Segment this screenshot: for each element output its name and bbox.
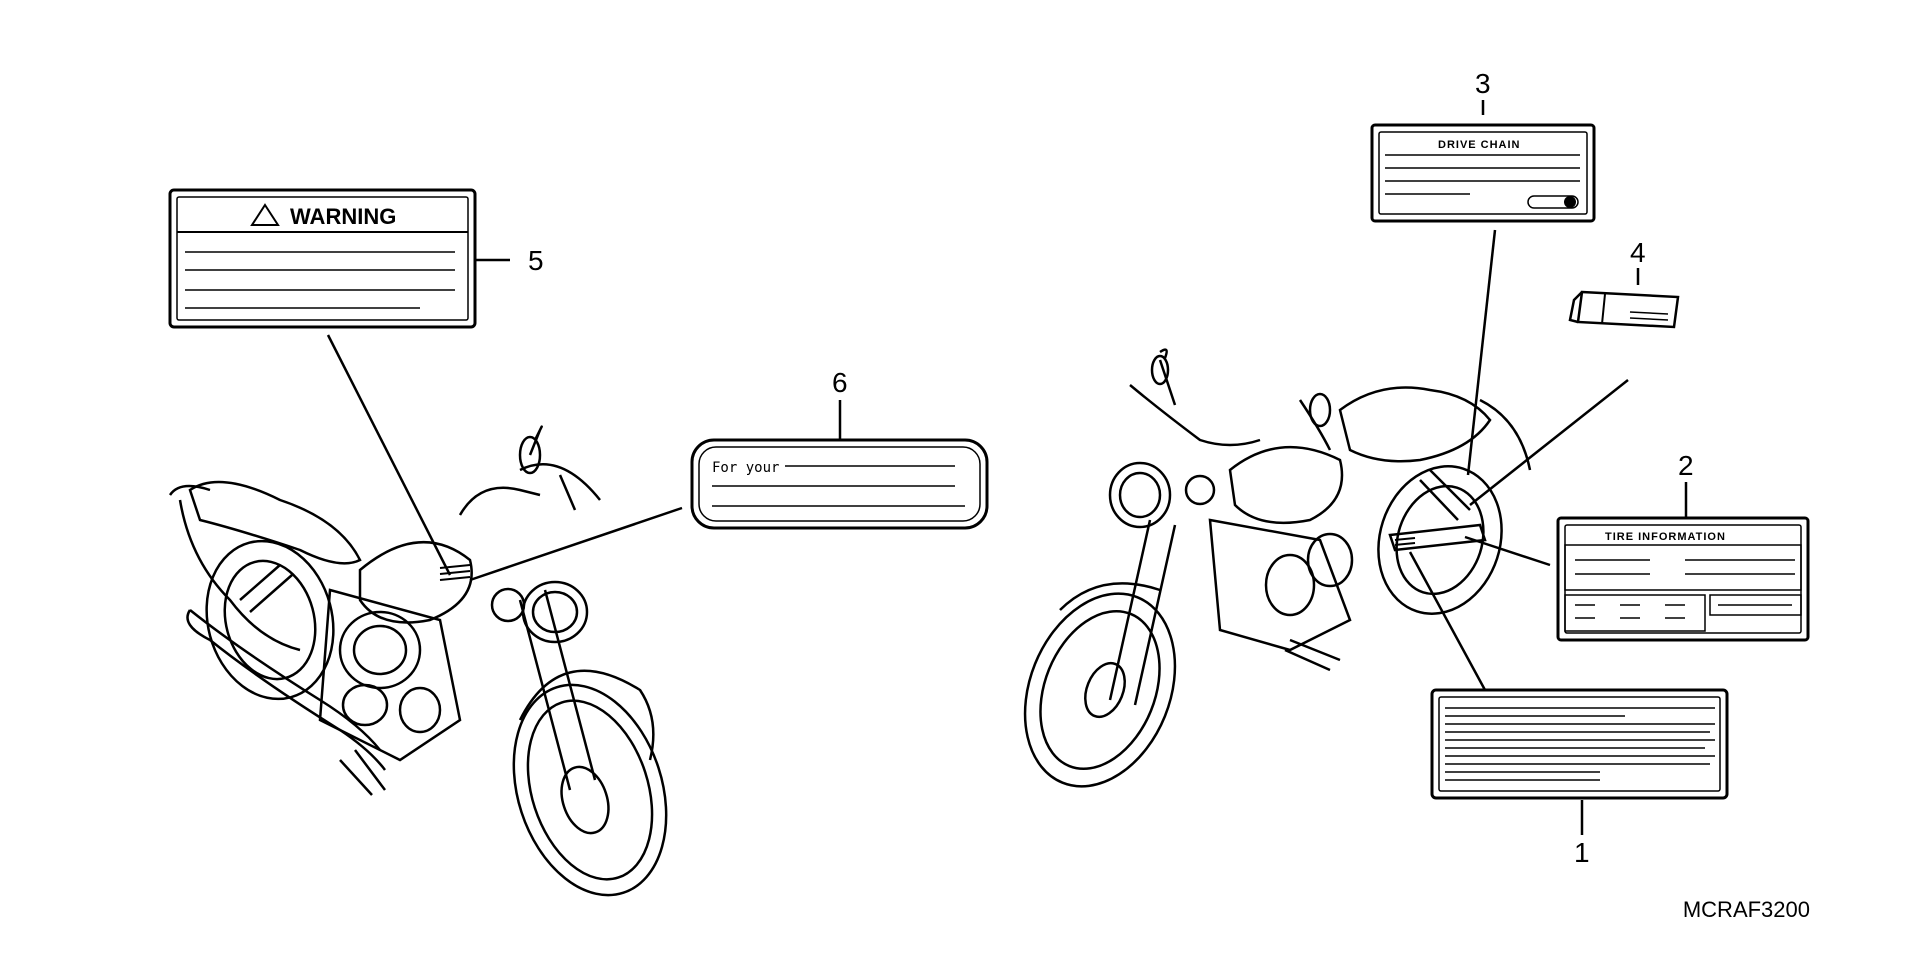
warning-triangle-icon <box>250 203 280 226</box>
drive-chain-label-text: DRIVE CHAIN <box>1438 139 1521 151</box>
label-drive-chain[interactable]: DRIVE CHAIN <box>1370 123 1596 223</box>
label-warning[interactable]: WARNING <box>168 188 477 329</box>
pointer-line-2 <box>1464 535 1551 567</box>
label-for-your[interactable]: For your <box>690 438 989 530</box>
chain-adjuster-icon <box>1527 195 1579 209</box>
pointer-line-3 <box>1466 229 1497 476</box>
callout-number-5: 5 <box>528 245 544 276</box>
tire-information-label-text: TIRE INFORMATION <box>1605 531 1726 543</box>
callout-number-2: 2 <box>1678 450 1694 481</box>
label-small-sticker[interactable] <box>1568 290 1680 329</box>
motorcycle-left-illustration <box>168 425 668 897</box>
pointer-line-6 <box>469 506 683 582</box>
drawing-code: MCRAF3200 <box>1682 897 1810 922</box>
pointer-line-4 <box>1469 379 1629 506</box>
callout-number-3: 3 <box>1475 68 1491 99</box>
pointer-line-5 <box>326 334 452 576</box>
callout-number-4: 4 <box>1630 237 1646 268</box>
pointer-line-1 <box>1408 551 1487 691</box>
label-tire-information[interactable]: TIRE INFORMATION <box>1556 516 1810 642</box>
callout-number-1: 1 <box>1574 837 1590 868</box>
for-your-label-text: For your <box>712 460 779 476</box>
motorcycle-right-illustration <box>1023 348 1532 788</box>
warning-label-text: WARNING <box>290 204 396 229</box>
callout-number-6: 6 <box>832 367 848 398</box>
label-info-plain[interactable] <box>1430 688 1729 800</box>
